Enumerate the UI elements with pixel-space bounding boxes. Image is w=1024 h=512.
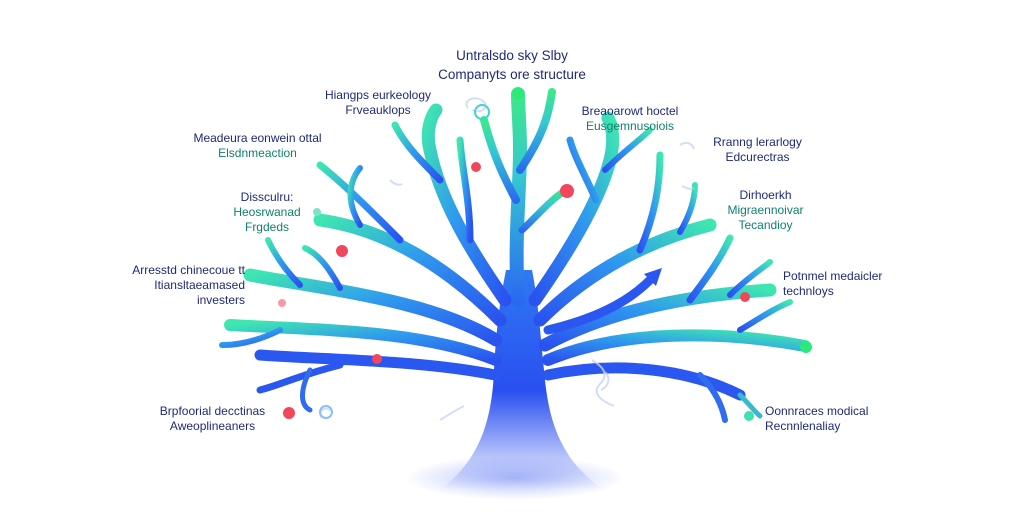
- dot-node-icon: [800, 341, 812, 353]
- label-top-left: Hiangps eurkeology Frveauklops: [324, 88, 432, 117]
- branch-right-high: [528, 111, 620, 307]
- dot-node-icon: [471, 162, 481, 172]
- swirl-deco-1: [591, 359, 615, 407]
- swirl-deco-8: [679, 141, 695, 150]
- swirl-deco-6: [439, 405, 465, 421]
- label-bottom-left: Brpfoorial decctinas Aweoplineaners: [159, 404, 266, 433]
- branch-center-right-2: [518, 186, 570, 234]
- label-mid-left: Dissculru: Heosrwanad Frgdeds: [233, 190, 301, 234]
- branch-left-bottom-twig2: [300, 367, 313, 413]
- dot-node-icon: [372, 354, 382, 364]
- label-top-right: Breaoarowt hoctel Eusgemnusoiois: [581, 104, 679, 133]
- branch-left-high-twig: [391, 121, 444, 184]
- dot-node-icon: [740, 292, 750, 302]
- branch-left-lower: [224, 319, 502, 366]
- branch-center-left: [480, 116, 520, 204]
- dot-node-icon: [336, 245, 348, 257]
- branch-right-low-twig2: [727, 259, 773, 298]
- title-line-2: Companyts ore structure: [438, 67, 586, 82]
- branch-right-high-twig2: [602, 127, 653, 173]
- dot-node-icon: [278, 299, 286, 307]
- branch-left-mid: [313, 213, 507, 327]
- branch-left-mid-twig2: [347, 165, 363, 228]
- branch-right-high-twig: [566, 136, 600, 204]
- branch-left-low-twig2: [302, 245, 343, 291]
- label-bottom-right: Oonnraces modical Recnnlenaliay: [765, 404, 869, 433]
- label-upper-left: Meadeura eonwein ottal Elsdnmeaction: [193, 131, 322, 160]
- branch-left-mid-twig: [316, 161, 404, 244]
- label-mid-right: Dirhoerkh Migraennoivar Tecandioy: [727, 188, 804, 232]
- dot-node-icon: [283, 407, 295, 419]
- branch-left-high-twig2: [456, 136, 474, 244]
- branch-right-bottom-twig: [697, 372, 728, 423]
- dot-node-icon: [313, 208, 321, 216]
- branch-left-bottom-twig: [256, 361, 344, 394]
- branch-right-mid-twig2: [677, 182, 698, 235]
- branch-right-mid: [533, 218, 717, 327]
- arrow-branch: [543, 275, 655, 335]
- title-line-1: Untralsdo sky Slby: [456, 48, 568, 63]
- branch-right-low-twig: [686, 234, 734, 304]
- swirl-deco-4: [389, 179, 403, 186]
- swirl-deco-3: [465, 97, 487, 113]
- label-lower-right: Potnmel medaicler technloys: [783, 269, 883, 298]
- swirl-deco-2: [600, 371, 610, 391]
- dot-node-icon: [560, 184, 574, 198]
- circle-outline-icon: [319, 405, 333, 419]
- tree-trunk: [440, 270, 604, 490]
- branch-center-right: [516, 88, 556, 174]
- circle-outline-icon: [474, 104, 490, 120]
- arrow-up-right-icon: [644, 268, 662, 286]
- branch-left-lower-twig: [219, 327, 283, 348]
- branch-left-low-twig: [265, 237, 303, 288]
- branch-right-lower: [542, 329, 811, 366]
- swirl-deco-5: [681, 185, 695, 190]
- label-upper-right: Rranng lerarlogy Edcurectras: [713, 135, 802, 164]
- label-lower-left: Arresstd chinecoue tt Itiansltaeamased i…: [132, 263, 245, 307]
- dot-node-icon: [512, 88, 524, 100]
- branch-right-low: [538, 283, 777, 352]
- diagram-title: Untralsdo sky Slby Companyts ore structu…: [412, 46, 612, 84]
- branch-right-lower-twig: [737, 299, 793, 333]
- branch-left-low: [243, 268, 503, 347]
- branch-right-mid-twig: [636, 151, 664, 254]
- dot-node-icon: [744, 411, 754, 421]
- branch-right-bottom: [542, 362, 746, 401]
- branch-right-bottom-twig2: [737, 392, 763, 419]
